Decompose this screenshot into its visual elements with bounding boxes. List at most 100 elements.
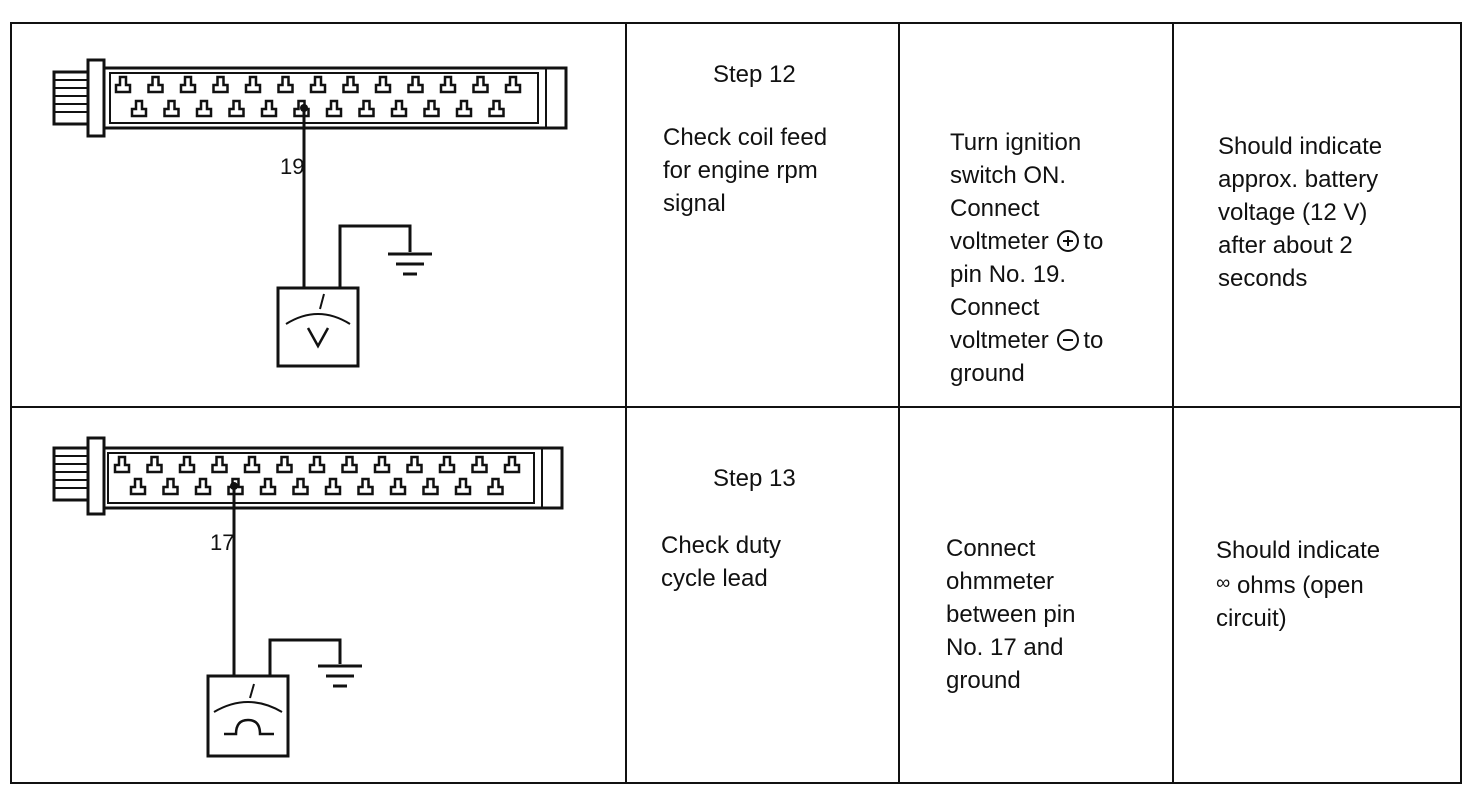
diagram-cell-step-12: 19 [12,24,625,406]
procedure-line: No. 17 and [946,634,1064,661]
connector-pin-icon [455,99,473,118]
procedure-line: voltmeter to [950,327,1104,354]
connector-pin-icon [325,99,343,118]
procedure-line: voltmeter to [950,228,1104,255]
procedure-cell-step-12: Turn ignition switch ON. Connect voltmet… [900,24,1172,406]
test-line: for engine rpm [663,157,818,184]
connector-pin-icon [211,455,228,474]
procedure-line: Connect [950,294,1040,321]
connector-pin-icon [244,75,262,94]
test-line: Check coil feed [663,124,828,151]
connector-pin-icon [162,477,179,496]
connector-pin-icon [113,455,131,474]
pin-17-contact [230,482,238,490]
result-cell-step-12: Should indicate approx. battery voltage … [1174,24,1460,406]
ground-symbol-icon [318,664,362,688]
connector-pin-icon [341,455,358,474]
connector-pin-icon [292,477,309,496]
connector-pin-icon [243,455,261,474]
connector-pin-icon [389,477,407,496]
procedure-line: ground [950,360,1025,387]
connector-pin-icon [147,75,164,94]
result-cell-step-13: Should indicate ∞ ohms (open circuit) [1174,408,1460,782]
test-line: cycle lead [661,565,768,592]
connector-pin-icon [227,477,244,496]
procedure-line: pin No. 19. [950,261,1067,288]
connector-pin-icon [276,455,293,474]
connector-pin-icon [195,99,213,118]
result-line: circuit) [1216,605,1287,632]
connector-pin-icon [406,455,423,474]
test-cell-step-12: Step 12 Check coil feed for engine rpm s… [627,24,898,406]
procedure-line: switch ON. [950,162,1067,189]
connector-pin-icon [212,75,229,94]
connector-pin-icon [129,477,147,496]
ground-symbol-icon [388,252,432,276]
connector-pin-icon [472,75,489,94]
connector-pin-icon [130,99,148,118]
connector-voltmeter-diagram [52,58,568,368]
connector-pin-icon [293,99,310,118]
test-line: signal [663,190,726,217]
result-line: ∞ ohms (open [1216,572,1364,599]
diagram-cell-step-13: 17 [12,408,625,782]
pin-label: 19 [280,154,305,179]
connector-pin-icon [178,455,196,474]
connector-pin-icon [423,99,440,118]
connector-ohmmeter-diagram [52,436,564,758]
pin-label: 17 [210,530,235,555]
connector-pin-icon [439,75,457,94]
connector-pin-icon [374,75,392,94]
test-procedure-table: 19 Step 12 Check coil feed for engine rp… [10,22,1462,784]
pin-19-contact [300,104,308,112]
procedure-line: Connect [946,535,1036,562]
procedure-line: ground [946,667,1021,694]
connector-pin-icon [438,455,456,474]
column-divider [898,24,900,782]
ohmmeter-icon [206,674,290,758]
connector-plug-icon [52,436,564,516]
connector-pin-icon [163,99,180,118]
column-divider [1172,24,1174,782]
connector-pin-icon [194,477,212,496]
connector-pin-icon [358,99,375,118]
connector-pin-icon [504,75,522,94]
infinity-symbol: ∞ [1216,572,1231,594]
connector-pin-icon [146,455,163,474]
connector-pin-icon [471,455,488,474]
result-line: Should indicate [1218,133,1383,160]
connector-pin-icon [488,99,505,118]
connector-pin-icon [324,477,342,496]
procedure-line: ohmmeter [946,568,1055,595]
ground-lead-wire [338,224,412,288]
procedure-line: between pin [946,601,1076,628]
connector-pin-icon [114,75,132,94]
row-divider [12,406,1460,408]
circled-minus-icon [1057,329,1080,351]
connector-pin-icon [422,477,439,496]
result-line: Should indicate [1216,537,1381,564]
connector-pin-icon [373,455,391,474]
connector-pin-icon [390,99,408,118]
connector-pin-icon [179,75,197,94]
result-line: voltage (12 V) [1218,199,1368,226]
column-divider [625,24,627,782]
test-cell-step-13: Step 13 Check duty cycle lead [627,408,898,782]
result-line: seconds [1218,265,1308,292]
procedure-line: Turn ignition [950,129,1082,156]
connector-pin-icon [259,477,277,496]
procedure-line: Connect [950,195,1040,222]
circled-plus-icon [1057,230,1080,252]
connector-pins [113,455,521,496]
connector-pin-icon [487,477,504,496]
ground-lead-wire [268,638,342,676]
connector-pin-icon [503,455,521,474]
step-title: Step 12 [713,61,796,88]
result-line: after about 2 [1218,232,1353,259]
connector-pin-icon [308,455,326,474]
connector-pin-icon [357,477,374,496]
test-line: Check duty [661,532,782,559]
connector-pins [114,75,522,118]
result-line: approx. battery [1218,166,1379,193]
